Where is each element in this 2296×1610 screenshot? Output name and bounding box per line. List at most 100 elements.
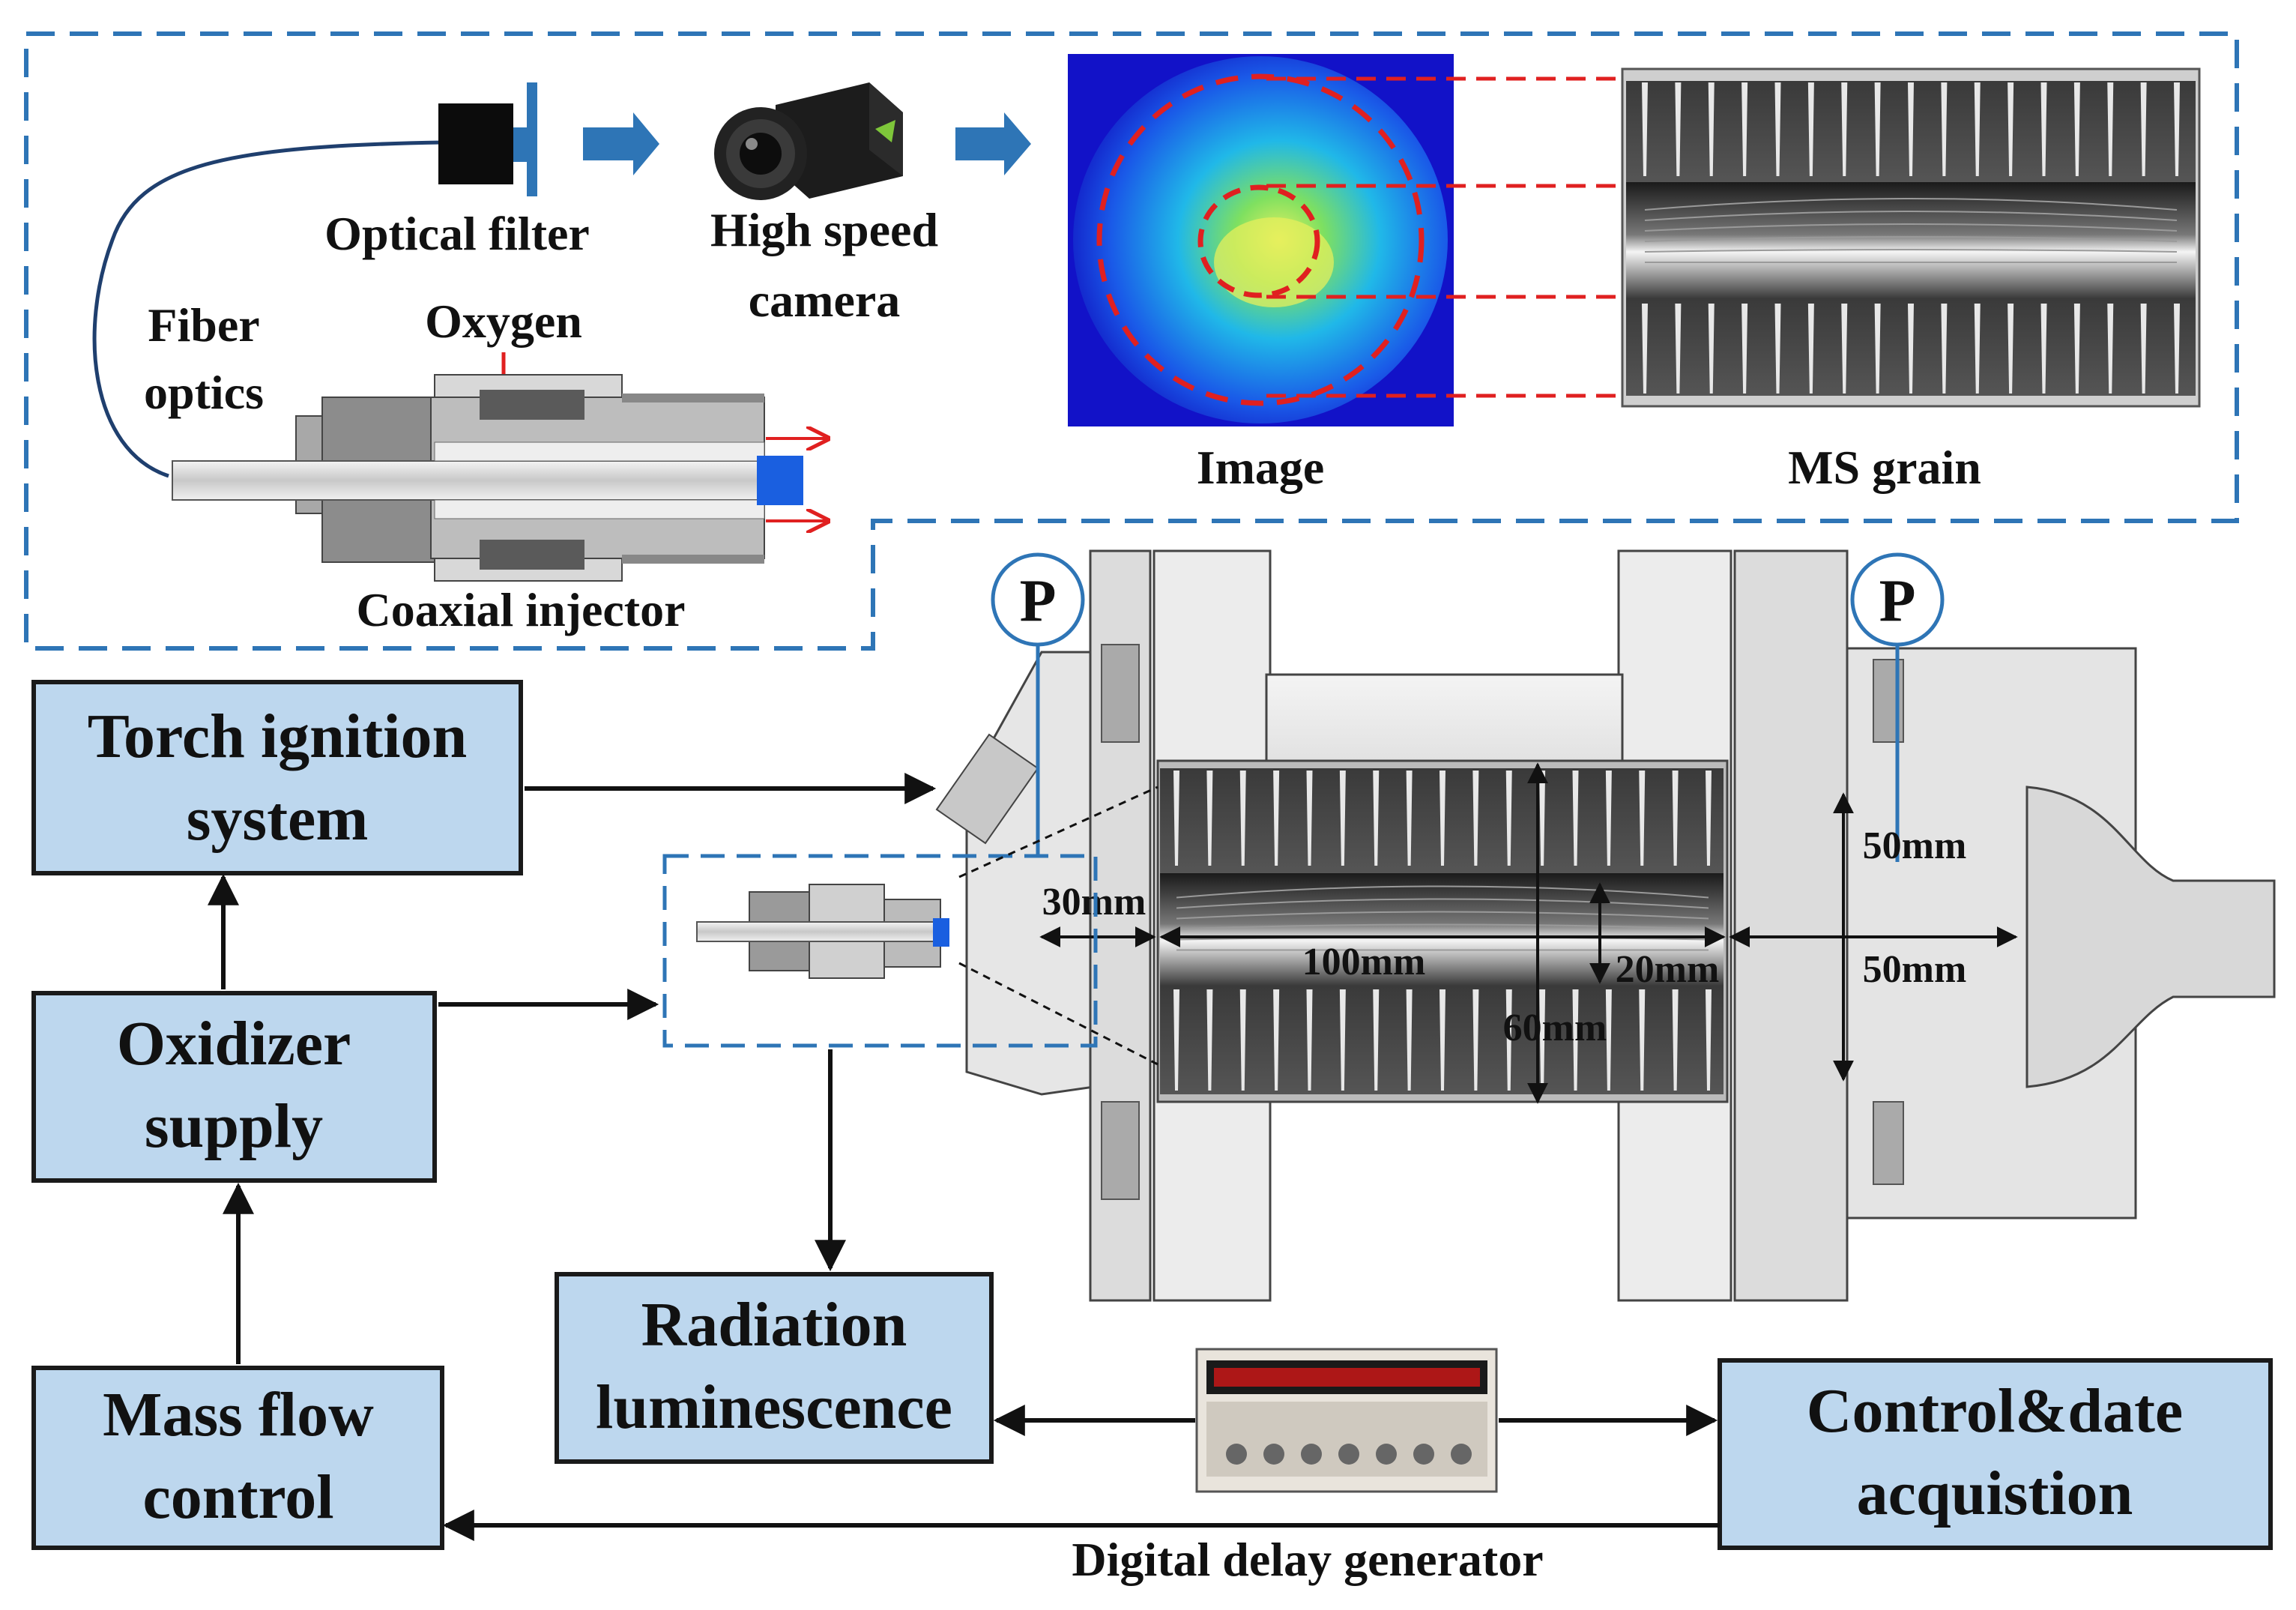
grain-fin xyxy=(1974,304,1981,394)
grain-fin xyxy=(1273,771,1280,866)
grain-fin xyxy=(1807,304,1814,394)
dimension-lines xyxy=(1039,762,2018,1104)
grain-fin xyxy=(1708,82,1715,176)
dim-50mm-bottom: 50mm xyxy=(1863,948,1967,991)
flow-arrow-icon xyxy=(955,112,1031,175)
grain-fin xyxy=(1908,82,1914,176)
grain-fin xyxy=(1339,771,1346,866)
grain-fin xyxy=(1505,771,1512,866)
grain-fin xyxy=(1572,771,1579,866)
grain-core-line xyxy=(1644,249,2178,253)
mass-flow-control-line1: Mass flow xyxy=(103,1380,374,1450)
grain-core-line xyxy=(1644,236,2178,242)
grain-fin xyxy=(1173,989,1179,1091)
grain-fin xyxy=(1706,771,1712,866)
high-speed-camera-icon xyxy=(714,82,903,200)
grain-core-line xyxy=(1644,198,2178,211)
control-acquisition-block xyxy=(1718,1358,2273,1550)
grain-core-line xyxy=(1644,211,2178,221)
coaxial-injector-label: Coaxial injector xyxy=(357,583,686,636)
ms-grain-label: MS grain xyxy=(1788,441,1981,494)
grain-fin xyxy=(1741,304,1748,394)
oxidizer-supply-block xyxy=(31,991,437,1183)
grain-fin xyxy=(1642,82,1648,176)
grain-fin xyxy=(1642,304,1648,394)
grain-fin xyxy=(1841,82,1848,176)
block-connectors xyxy=(208,773,1720,1541)
grain-fin xyxy=(1708,304,1715,394)
grain-fin xyxy=(1706,989,1712,1091)
grain-core-line xyxy=(1176,885,1709,899)
control-acquisition-line1: Control&date xyxy=(1807,1376,2183,1446)
dim-100mm: 100mm xyxy=(1302,941,1426,983)
grain-fin xyxy=(1605,771,1612,866)
grain-fin xyxy=(1774,82,1781,176)
grain-fin xyxy=(2073,304,2080,394)
grain-fin xyxy=(1206,989,1213,1091)
grain-fin xyxy=(1908,304,1914,394)
fiber-label-line1: Fiber xyxy=(148,298,259,352)
grain-fin xyxy=(1807,82,1814,176)
dim-60mm: 60mm xyxy=(1503,1007,1607,1049)
grain-fin xyxy=(1941,304,1948,394)
torch-ignition-line1: Torch ignition xyxy=(88,702,468,771)
grain-fin xyxy=(1675,304,1682,394)
torch-ignition-line2: system xyxy=(187,784,369,854)
grain-fin xyxy=(1173,771,1179,866)
grain-fin xyxy=(1273,989,1280,1091)
grain-core-line xyxy=(1176,898,1709,909)
fiber-optic-cable xyxy=(92,140,443,478)
delay-generator-label: Digital delay generator xyxy=(1072,1533,1543,1586)
dim-20mm: 20mm xyxy=(1616,948,1720,991)
grain-fin xyxy=(2107,82,2114,176)
ms-grain-combustor xyxy=(1156,759,1729,1103)
camera-label-line1: High speed xyxy=(710,203,938,256)
grain-core-line xyxy=(1176,911,1709,920)
grain-fin xyxy=(2040,304,2047,394)
grain-fin xyxy=(2140,82,2147,176)
grain-fin xyxy=(1605,989,1612,1091)
grain-fin xyxy=(1974,82,1981,176)
grain-fin xyxy=(1472,989,1479,1091)
injector-zoom-frame xyxy=(662,854,1098,1048)
grain-fin xyxy=(2008,82,2014,176)
grain-fin xyxy=(1874,304,1881,394)
grain-fin xyxy=(1874,82,1881,176)
grain-fin xyxy=(1239,989,1246,1091)
pressure-sensor-left-label: P xyxy=(1020,568,1057,634)
grain-fin xyxy=(1339,989,1346,1091)
torch-ignition-block xyxy=(31,680,523,875)
oxidizer-supply-line1: Oxidizer xyxy=(117,1009,351,1079)
camera-label-line2: camera xyxy=(749,274,901,327)
pressure-sensor-right xyxy=(1850,552,1945,862)
grain-fin xyxy=(1841,304,1848,394)
radiation-luminescence-line1: Radiation xyxy=(641,1290,907,1360)
grain-fin xyxy=(1206,771,1213,866)
grain-fin xyxy=(1639,989,1646,1091)
flow-arrow-icon xyxy=(583,112,659,175)
grain-fin xyxy=(1406,771,1413,866)
optical-filter-icon xyxy=(438,82,537,196)
delay-generator-device-icon xyxy=(1195,1348,1498,1493)
correspondence-lines xyxy=(1266,76,1626,398)
grain-fin xyxy=(1639,771,1646,866)
radiation-luminescence-line2: luminescence xyxy=(596,1372,952,1442)
injector-detail-small xyxy=(696,884,949,979)
mass-flow-control-line2: control xyxy=(142,1462,333,1532)
pressure-sensor-left xyxy=(991,552,1085,854)
grain-fin xyxy=(1672,771,1679,866)
top-dashed-frame xyxy=(24,31,2239,651)
radiation-luminescence-block xyxy=(555,1272,994,1464)
grain-fin xyxy=(1774,304,1781,394)
grain-fin xyxy=(2174,304,2180,394)
grain-fin xyxy=(1239,771,1246,866)
grain-core-line xyxy=(1644,223,2178,232)
grain-fin xyxy=(1741,82,1748,176)
grain-fin xyxy=(1306,989,1313,1091)
grain-fin xyxy=(1373,989,1380,1091)
dim-50mm-top: 50mm xyxy=(1863,824,1967,867)
grain-fin xyxy=(2040,82,2047,176)
grain-fin xyxy=(1439,771,1445,866)
optical-filter-label: Optical filter xyxy=(324,207,590,260)
